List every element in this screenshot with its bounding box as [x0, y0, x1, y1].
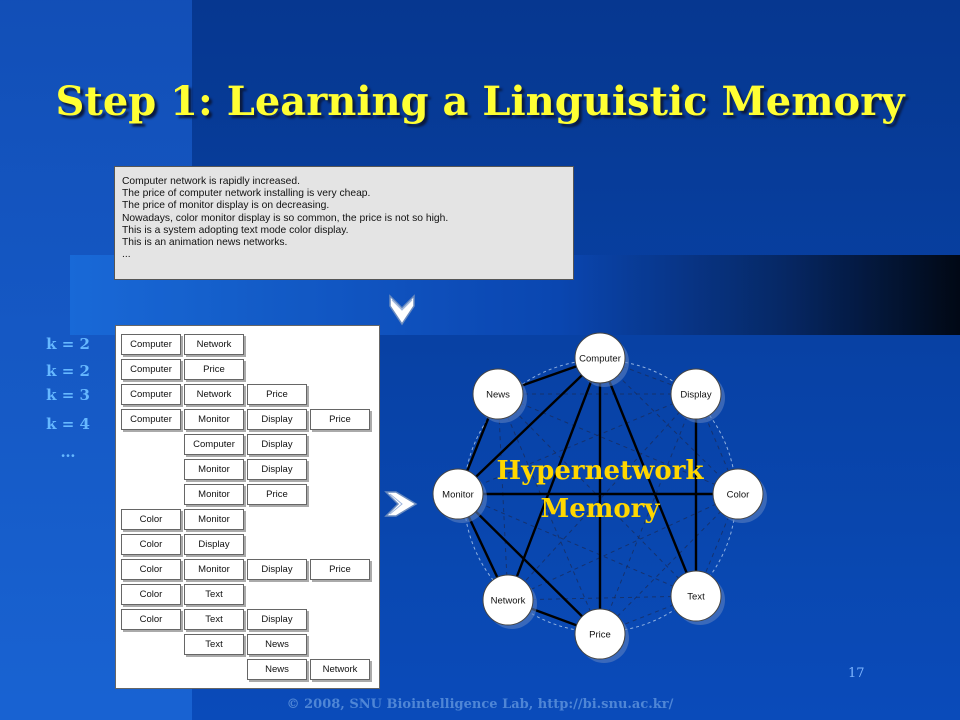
graph-node-label: Text: [687, 592, 705, 603]
hyperedge-cell: Price: [310, 559, 370, 580]
graph-edge-dashed: [507, 393, 697, 601]
hyperedge-cell: Display: [247, 559, 307, 580]
hyperedge-cell: Monitor: [184, 459, 244, 480]
corpus-line: Computer network is rapidly increased.: [122, 176, 300, 187]
graph-node: Price: [574, 608, 629, 663]
graph-edge-dashed: [497, 393, 697, 597]
hyperedge-cell: Network: [184, 334, 244, 355]
graph-node-label: News: [486, 390, 510, 401]
graph-node-label: Computer: [579, 354, 621, 365]
graph-edge-dashed: [497, 393, 601, 635]
graph-edge-dashed: [457, 393, 697, 495]
corpus-line: The price of computer network installing…: [122, 188, 371, 200]
footer-copyright: © 2008, SNU Biointelligence Lab, http://…: [286, 697, 674, 712]
corpus-line: This is an animation news networks.: [122, 237, 288, 249]
k-label: k = 4: [46, 415, 90, 433]
graph-edge-bold: [598, 357, 698, 597]
hyperedge-cell: Price: [184, 359, 244, 380]
hyperedge-cell: Computer: [121, 334, 181, 355]
graph-node-label: Color: [727, 490, 750, 501]
hyperedge-cell: News: [247, 634, 307, 655]
graph-edge-dashed: [457, 493, 697, 597]
corpus-line: The price of monitor display is on decre…: [122, 200, 330, 212]
graph-node-label: Display: [680, 390, 711, 401]
graph-edge-bold: [457, 357, 601, 495]
hyperedge-cell: Text: [184, 584, 244, 605]
corpus-text-box: Computer network is rapidly increased.Th…: [114, 166, 574, 280]
graph-edge-dashed: [497, 393, 739, 495]
hyperedge-cell: Monitor: [184, 409, 244, 430]
graph-node: Computer: [574, 332, 629, 387]
hyperedge-cell: Display: [247, 459, 307, 480]
graph-node: Color: [712, 468, 767, 523]
hyperedge-cell: Monitor: [184, 484, 244, 505]
k-label-ellipsis: …: [60, 443, 76, 461]
graph-node: Monitor: [432, 468, 487, 523]
k-label: k = 3: [46, 386, 90, 404]
hyperedge-cell: Display: [184, 534, 244, 555]
k-label: k = 2: [46, 335, 90, 353]
hyperedge-cell: News: [247, 659, 307, 680]
hyperedge-cell: Color: [121, 509, 181, 530]
hyperedge-cell: Computer: [121, 359, 181, 380]
down-arrow-icon: [389, 294, 415, 326]
hyperedge-cell: Computer: [121, 384, 181, 405]
k-label: k = 2: [46, 362, 90, 380]
graph-edge-dashed: [497, 393, 509, 601]
corpus-line: ...: [122, 249, 131, 261]
graph-edge-dashed: [599, 357, 739, 495]
graph-edge-dashed: [599, 393, 697, 635]
graph-node-label: Monitor: [442, 490, 474, 501]
hyperedge-cell: Display: [247, 434, 307, 455]
graph-edge-bold: [457, 493, 601, 635]
hyperedge-cell: Text: [184, 634, 244, 655]
hyperedge-cell: Color: [121, 534, 181, 555]
hypernetwork-label-line2: Memory: [540, 494, 660, 524]
graph-node: Text: [670, 570, 725, 625]
graph-node-label: Price: [589, 630, 611, 641]
hyperedge-cell: Text: [184, 609, 244, 630]
hyperedge-cell: Monitor: [184, 509, 244, 530]
hyperedge-cell: Color: [121, 584, 181, 605]
graph-edge-dashed: [599, 493, 739, 635]
hyperedge-cell: Price: [247, 384, 307, 405]
hyperedge-cell: Computer: [184, 434, 244, 455]
hyperedge-cell: Price: [310, 409, 370, 430]
hyperedge-cell: Computer: [121, 409, 181, 430]
graph-node: Network: [482, 574, 537, 629]
page-number: 17: [848, 666, 865, 681]
hyperedge-cell: Price: [247, 484, 307, 505]
hyperedge-cell: Network: [310, 659, 370, 680]
hyperedge-cell: Monitor: [184, 559, 244, 580]
hyperedge-cell: Color: [121, 609, 181, 630]
corpus-line: This is a system adopting text mode colo…: [122, 224, 349, 236]
hyperedge-cell: Network: [184, 384, 244, 405]
hypernetwork-label-line1: Hypernetwork: [496, 456, 704, 486]
corpus-line: Nowadays, color monitor display is so co…: [122, 212, 449, 224]
graph-node-label: Network: [491, 596, 526, 607]
hyperedge-cell: Display: [247, 409, 307, 430]
hyperedge-cell: Color: [121, 559, 181, 580]
slide-title: Step 1: Learning a Linguistic Memory: [55, 78, 905, 125]
hyperedge-cell: Display: [247, 609, 307, 630]
hypernetwork-label: Hypernetwork Memory: [480, 452, 720, 528]
graph-node: News: [472, 368, 527, 423]
right-arrow-icon: [384, 491, 418, 517]
graph-node: Display: [670, 368, 725, 423]
